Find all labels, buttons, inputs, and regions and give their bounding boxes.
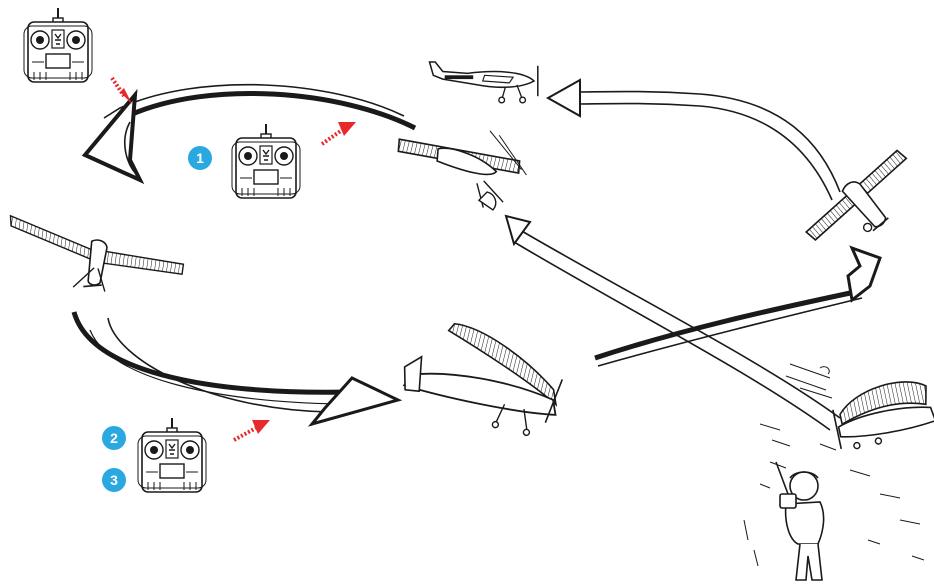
airplane-icon xyxy=(804,149,908,241)
transmitter-icon xyxy=(231,123,301,199)
control-input-arrow-1 xyxy=(110,76,132,104)
control-input-arrow-3 xyxy=(233,420,270,442)
motion-lines xyxy=(785,363,833,399)
transmitter-icon xyxy=(137,417,207,493)
step-badge-1: 1 xyxy=(188,146,212,170)
airplane-icon xyxy=(402,322,564,437)
airplane-icon xyxy=(397,130,527,211)
step-badge-3: 3 xyxy=(102,468,126,492)
flight-path-arrow-top-left xyxy=(81,83,417,185)
flight-path-arrow-diagonal xyxy=(504,214,841,431)
flight-path-arrow-climb xyxy=(594,245,882,367)
svg-text:1: 1 xyxy=(196,150,204,166)
flight-path-arrow-bottom-left xyxy=(71,311,403,427)
ground-texture xyxy=(743,423,925,567)
svg-text:3: 3 xyxy=(110,472,118,488)
step-badge-2: 2 xyxy=(102,426,126,450)
transmitter-icon xyxy=(23,7,93,83)
airplane-icon xyxy=(832,381,934,450)
airplane-icon xyxy=(428,61,539,104)
airplane-icon xyxy=(9,214,185,292)
control-input-arrow-2 xyxy=(320,122,356,146)
svg-text:2: 2 xyxy=(110,430,118,446)
flight-path-arrow-top-right xyxy=(545,78,841,201)
pilot-figure xyxy=(775,461,825,581)
